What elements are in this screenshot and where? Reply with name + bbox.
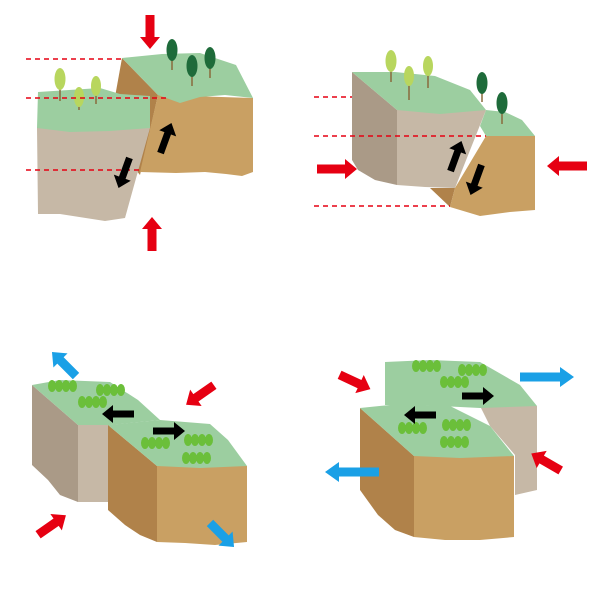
light-tree xyxy=(385,50,397,82)
tan-block-top xyxy=(108,420,247,468)
slip-arrow-right xyxy=(153,422,185,440)
compression-arrow-down xyxy=(140,15,160,49)
slip-arrow-down xyxy=(113,156,133,189)
compression-arrow-up xyxy=(142,217,162,251)
slip-arrow-right xyxy=(462,387,494,405)
dark-tree xyxy=(204,47,216,78)
dark-tree xyxy=(496,92,508,124)
shrub-cluster xyxy=(96,384,125,396)
tan-block-front xyxy=(450,136,535,216)
shrub-cluster xyxy=(398,422,427,434)
tan-block-top xyxy=(480,110,535,136)
gray-block-front xyxy=(480,406,537,495)
shrub-cluster xyxy=(48,380,77,392)
dark-tree xyxy=(476,72,488,102)
light-tree xyxy=(91,76,101,104)
strike-slip-fault-right-diagram xyxy=(325,360,574,540)
tan-block-front xyxy=(157,466,247,545)
normal-fault-diagram xyxy=(314,50,587,216)
slip-arrow-down xyxy=(465,163,485,196)
light-tree xyxy=(74,87,84,110)
dark-tree xyxy=(186,55,198,86)
shrub-cluster xyxy=(184,434,213,446)
tan-block-front xyxy=(414,456,514,540)
shrub-cluster xyxy=(458,364,487,376)
gray-block-side xyxy=(32,385,78,502)
slip-arrow-left xyxy=(404,406,436,424)
extension-arrow-right xyxy=(520,367,574,387)
compression-arrow-up-left xyxy=(531,450,563,475)
gray-block-front xyxy=(78,425,110,502)
shrub-cluster xyxy=(412,360,441,372)
slip-arrow-up xyxy=(157,122,177,155)
compression-arrow-right xyxy=(317,159,357,179)
compression-arrow-down-left xyxy=(186,381,217,407)
light-tree xyxy=(404,66,414,100)
tan-block-top xyxy=(122,53,253,103)
gray-block-top xyxy=(37,88,150,132)
shrub-cluster xyxy=(78,396,107,408)
reverse-fault-diagram xyxy=(26,15,253,251)
extension-arrow-left xyxy=(325,462,379,482)
tan-block-side xyxy=(108,425,157,542)
compression-arrow-up-right xyxy=(35,513,66,539)
gray-block-side xyxy=(352,72,397,185)
strike-slip-fault-left-diagram xyxy=(32,351,247,548)
tan-block-top xyxy=(360,404,514,458)
gray-block-front xyxy=(37,128,150,221)
extension-arrow-up-left xyxy=(51,351,80,380)
dark-tree xyxy=(166,39,178,70)
slip-arrow-left xyxy=(102,405,134,423)
light-tree xyxy=(54,68,66,101)
compression-arrow-down-right xyxy=(337,370,371,394)
gray-block-front xyxy=(397,110,486,188)
shrub-cluster xyxy=(141,437,170,449)
shrub-cluster xyxy=(182,452,211,464)
compression-arrow-left xyxy=(547,156,587,176)
gray-block-top xyxy=(352,72,486,114)
shrub-cluster xyxy=(440,376,469,388)
tan-block-side xyxy=(430,188,455,207)
shrub-cluster xyxy=(440,436,469,448)
tan-block-side xyxy=(360,408,414,537)
shrub-cluster xyxy=(442,419,471,431)
tan-block-front xyxy=(140,95,253,176)
slip-arrow-up xyxy=(447,140,467,173)
light-tree xyxy=(423,56,433,88)
extension-arrow-down-right xyxy=(206,519,235,548)
